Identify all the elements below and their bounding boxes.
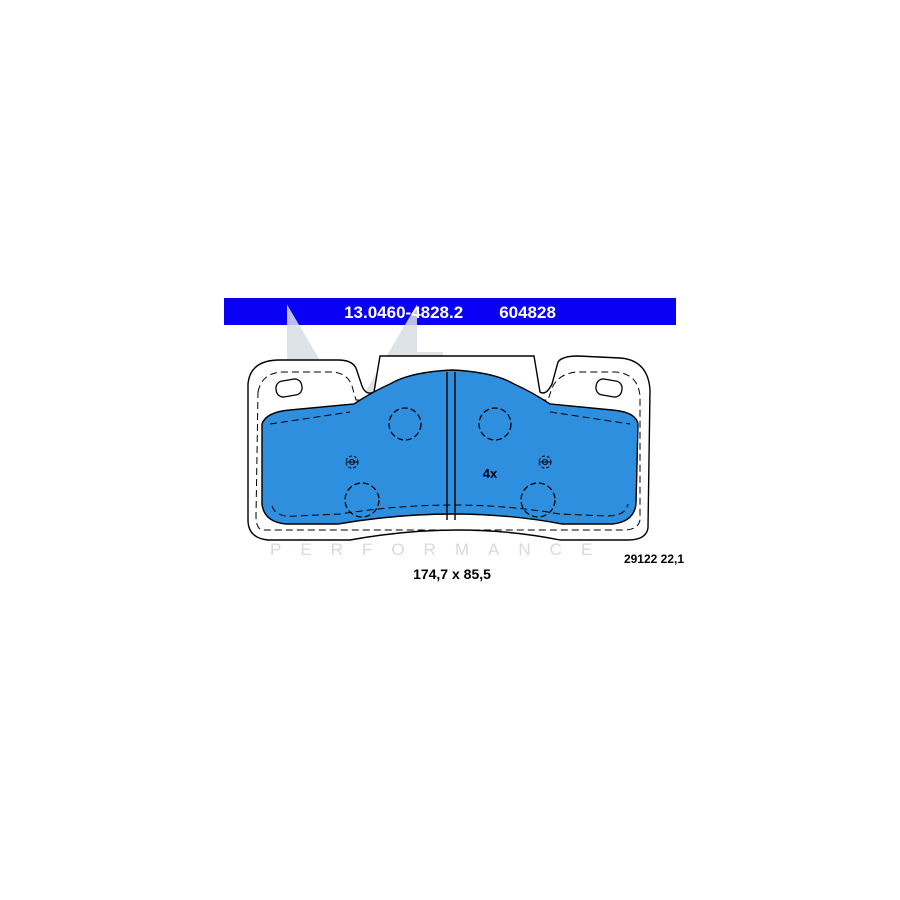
- header-bar: 13.0460-4828.2 604828: [224, 298, 676, 325]
- part-number: 13.0460-4828.2: [344, 302, 464, 322]
- rivet-upper-right: [478, 407, 512, 441]
- reference-number: 604828: [499, 302, 556, 322]
- code-label: 29122 22,1: [623, 552, 684, 566]
- left-mount-hole: [275, 378, 303, 398]
- rivet-lower-left: [344, 482, 380, 518]
- centering-marks: [345, 455, 552, 469]
- pad-dashed-top: [269, 411, 631, 425]
- rivet-lower-right: [520, 482, 556, 518]
- dimensions-label: 174,7 x 85,5: [413, 566, 491, 582]
- rivet-upper-left: [388, 407, 422, 441]
- pad-dashed-edge: [271, 503, 629, 517]
- friction-pad: [261, 369, 639, 525]
- quantity-label: 4x: [482, 466, 498, 481]
- rivet-circles: [344, 407, 556, 518]
- watermark-subtext: PERFORMANCE: [270, 540, 612, 559]
- header-bar-background: [224, 298, 676, 325]
- right-mount-hole: [595, 378, 623, 398]
